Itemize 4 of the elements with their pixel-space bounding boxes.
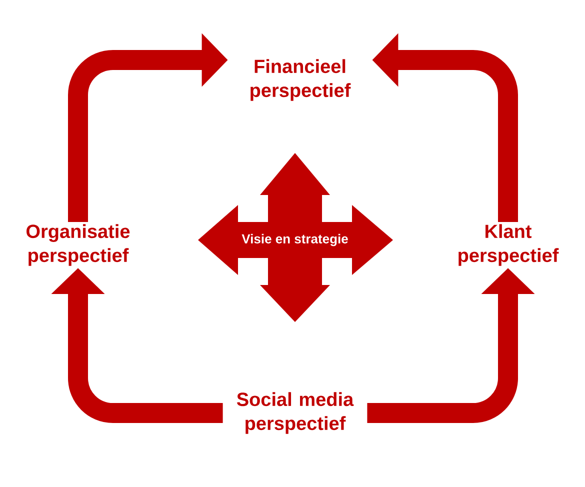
perspective-label: Financieel perspectief <box>250 59 351 101</box>
perspective-label: Klant perspectief <box>458 224 559 266</box>
perspective-label: Social media perspectief <box>236 392 354 434</box>
perspective-label: Organisatie perspectief <box>26 224 130 266</box>
